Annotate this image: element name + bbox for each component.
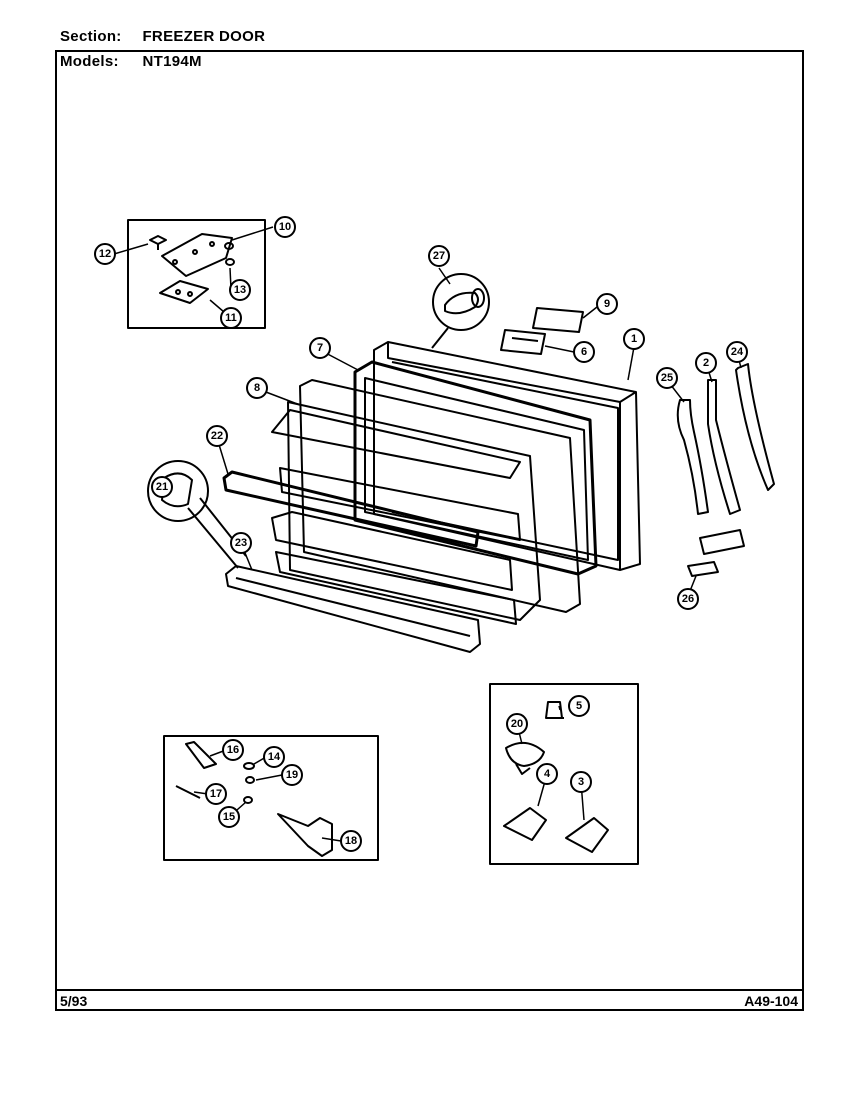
footer-document-code: A49-104 — [744, 993, 798, 1009]
handle-hardware-inset-box — [163, 735, 379, 861]
svg-text:27: 27 — [433, 250, 445, 262]
svg-text:11: 11 — [225, 312, 237, 324]
callout-7: 7 — [309, 337, 331, 359]
door-closer-strap — [735, 363, 775, 491]
callout-1: 1 — [623, 328, 645, 350]
svg-text:10: 10 — [279, 221, 291, 233]
section-value: FREEZER DOOR — [142, 28, 266, 45]
models-value: NT194M — [142, 53, 202, 70]
nameplate-trim-part — [500, 329, 546, 355]
callout-2: 2 — [695, 352, 717, 374]
svg-text:5: 5 — [576, 700, 582, 712]
callout-4: 4 — [536, 763, 558, 785]
footer-divider — [55, 989, 804, 991]
callout-11: 11 — [220, 307, 242, 329]
callout-16: 16 — [222, 739, 244, 761]
shelf-hardware-drawing — [503, 701, 609, 853]
top-hinge-kit-drawing — [149, 233, 235, 304]
svg-text:1: 1 — [631, 333, 637, 345]
callout-13: 13 — [229, 279, 251, 301]
svg-text:24: 24 — [731, 346, 744, 358]
hinge-kit-inset-box — [127, 219, 266, 329]
models-label: Models: — [60, 53, 119, 70]
callout-23: 23 — [230, 532, 252, 554]
handle-hardware-drawing — [175, 741, 333, 857]
section-label: Section: — [60, 28, 122, 45]
svg-text:2: 2 — [703, 357, 709, 369]
callout-26: 26 — [677, 588, 699, 610]
svg-text:13: 13 — [234, 284, 246, 296]
svg-text:12: 12 — [99, 248, 111, 260]
callout-3: 3 — [570, 771, 592, 793]
svg-text:21: 21 — [156, 481, 168, 493]
nameplate-part — [532, 307, 584, 333]
lower-door-rail — [225, 565, 481, 653]
callout-15: 15 — [218, 806, 240, 828]
door-shelf-bar — [222, 470, 480, 548]
svg-text:9: 9 — [604, 298, 610, 310]
callout-12: 12 — [94, 243, 116, 265]
shelf-hardware-inset-box — [489, 683, 639, 865]
part-callouts: 1 2 3 4 5 6 7 8 9 10 11 12 13 14 15 16 1… — [94, 216, 748, 852]
svg-text:17: 17 — [210, 788, 222, 800]
svg-text:16: 16 — [227, 744, 239, 756]
svg-text:15: 15 — [223, 811, 235, 823]
svg-text:18: 18 — [345, 835, 357, 847]
svg-text:26: 26 — [682, 593, 694, 605]
svg-text:23: 23 — [235, 537, 247, 549]
door-liner — [271, 379, 581, 625]
section-header: Section: FREEZER DOOR — [60, 28, 265, 45]
callout-27: 27 — [428, 245, 450, 267]
svg-text:20: 20 — [511, 718, 523, 730]
callout-19: 19 — [281, 764, 303, 786]
svg-text:7: 7 — [317, 342, 323, 354]
callout-21: 21 — [151, 476, 173, 498]
callout-18: 18 — [340, 830, 362, 852]
callout-25: 25 — [656, 367, 678, 389]
callout-20: 20 — [506, 713, 528, 735]
callout-10: 10 — [274, 216, 296, 238]
svg-text:14: 14 — [268, 751, 281, 763]
door-hinge-strap — [707, 379, 741, 515]
door-stop-strap — [676, 399, 709, 515]
svg-text:8: 8 — [254, 382, 260, 394]
svg-text:3: 3 — [578, 776, 584, 788]
callout-17: 17 — [205, 783, 227, 805]
callout-5: 5 — [568, 695, 590, 717]
callout-6: 6 — [573, 341, 595, 363]
callout-9: 9 — [596, 293, 618, 315]
svg-text:25: 25 — [661, 372, 673, 384]
hinge-bracket — [699, 529, 745, 555]
svg-text:6: 6 — [581, 346, 587, 358]
callout-8: 8 — [246, 377, 268, 399]
footer-date-code: 5/93 — [60, 993, 88, 1009]
svg-text:19: 19 — [286, 769, 298, 781]
callout-22: 22 — [206, 425, 228, 447]
callout-14: 14 — [263, 746, 285, 768]
models-header: Models: NT194M — [60, 53, 206, 70]
hinge-shim — [687, 561, 719, 577]
callout-24: 24 — [726, 341, 748, 363]
diagram-frame — [55, 50, 804, 1011]
plug-zoom-detail — [431, 273, 490, 349]
svg-text:4: 4 — [544, 768, 551, 780]
svg-text:22: 22 — [211, 430, 223, 442]
